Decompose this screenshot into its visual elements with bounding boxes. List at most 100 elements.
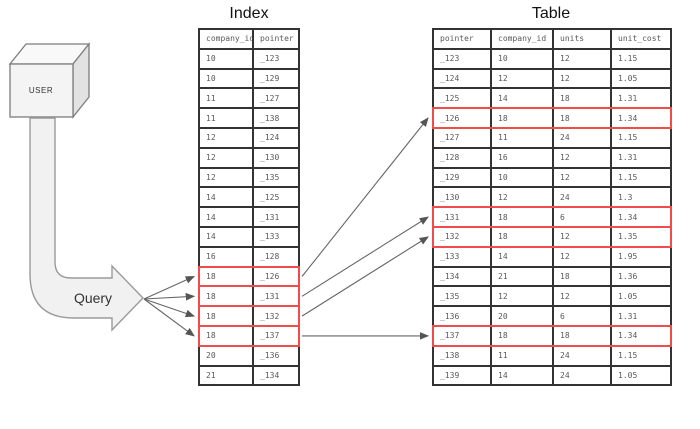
table-cell: _128 [434, 148, 490, 167]
table-cell: 18 [554, 109, 610, 127]
table-cell: 11 [492, 346, 552, 365]
table-cell: 12 [554, 168, 610, 187]
table-cell: 18 [200, 287, 252, 306]
table-cell: 6 [554, 307, 610, 325]
table-row: 18_131 [198, 285, 300, 307]
table-row: 14_133 [200, 227, 298, 246]
table-cell: 16 [492, 148, 552, 167]
column-header: pointer [434, 30, 490, 48]
table-cell: 11 [492, 128, 552, 147]
table-row: 14_131 [200, 208, 298, 226]
table-cell: 18 [492, 208, 552, 226]
table-cell: 1.31 [612, 89, 670, 108]
table-cell: 12 [200, 128, 252, 147]
table-cell: 12 [554, 148, 610, 167]
table-cell: 10 [492, 168, 552, 187]
table-cell: _123 [434, 49, 490, 68]
table-cell: 14 [200, 227, 252, 246]
table-cell: _126 [434, 109, 490, 127]
table-cell: _128 [254, 247, 298, 266]
table-cell: _129 [434, 168, 490, 187]
table-cell: 14 [200, 208, 252, 226]
table-row: 21_134 [200, 366, 298, 385]
table-cell: 18 [554, 89, 610, 108]
main-table-title: Table [531, 5, 571, 22]
table-cell: _133 [254, 227, 298, 246]
table-cell: 14 [492, 89, 552, 108]
column-header: unit_cost [612, 30, 670, 48]
table-cell: 11 [200, 89, 252, 108]
user-cube-top-face [8, 43, 91, 65]
table-cell: 18 [492, 326, 552, 345]
table-cell: 12 [554, 69, 610, 88]
table-row: 12_124 [200, 128, 298, 147]
table-cell: 12 [554, 227, 610, 246]
table-cell: _124 [254, 128, 298, 147]
user-label: USER [29, 86, 53, 95]
table-row: 11_127 [200, 89, 298, 108]
table-cell: _131 [254, 287, 298, 306]
table-cell: 1.05 [612, 69, 670, 88]
query-label: Query [74, 290, 112, 306]
table-cell: 14 [492, 247, 552, 266]
table-cell: 1.15 [612, 168, 670, 187]
table-cell: 1.15 [612, 346, 670, 365]
query-arrow-shape [29, 117, 144, 332]
table-cell: 10 [492, 49, 552, 68]
table-cell: 1.36 [612, 267, 670, 286]
table-cell: 18 [492, 227, 552, 246]
table-cell: _134 [434, 267, 490, 286]
table-cell: 1.15 [612, 128, 670, 147]
table-row: 12_130 [200, 148, 298, 167]
table-row: 18_137 [198, 324, 300, 347]
query-to-index-arrow [143, 298, 195, 337]
table-cell: 18 [554, 267, 610, 286]
table-row: 20_136 [200, 346, 298, 365]
table-cell: 20 [200, 346, 252, 365]
table-cell: 10 [200, 69, 252, 88]
table-cell: _123 [254, 49, 298, 68]
table-cell: 12 [554, 287, 610, 306]
table-cell: 21 [492, 267, 552, 286]
table-cell: _138 [434, 346, 490, 365]
table-cell: 12 [200, 148, 252, 167]
table-cell: _137 [254, 326, 298, 345]
table-cell: _127 [254, 89, 298, 108]
table-cell: 1.34 [612, 109, 670, 127]
table-cell: _125 [434, 89, 490, 108]
table-cell: _134 [254, 366, 298, 385]
table-cell: 24 [554, 128, 610, 147]
table-cell: 12 [492, 287, 552, 306]
table-cell: 1.05 [612, 366, 670, 385]
table-row: 16_128 [200, 247, 298, 266]
column-header: units [554, 30, 610, 48]
table-cell: _136 [254, 346, 298, 365]
table-cell: _135 [434, 287, 490, 306]
table-cell: 1.34 [612, 208, 670, 226]
table-cell: 21 [200, 366, 252, 385]
table-cell: 12 [200, 168, 252, 187]
table-cell: 18 [200, 267, 252, 286]
table-row: 11_138 [200, 109, 298, 127]
table-cell: 18 [200, 307, 252, 325]
table-cell: 20 [492, 307, 552, 325]
table-cell: 24 [554, 366, 610, 385]
column-header: company_id [200, 30, 252, 48]
index-to-table-arrow [301, 117, 429, 277]
table-cell: 12 [554, 247, 610, 266]
query-arrow: Query [29, 117, 144, 332]
query-to-index-arrow [143, 292, 196, 301]
